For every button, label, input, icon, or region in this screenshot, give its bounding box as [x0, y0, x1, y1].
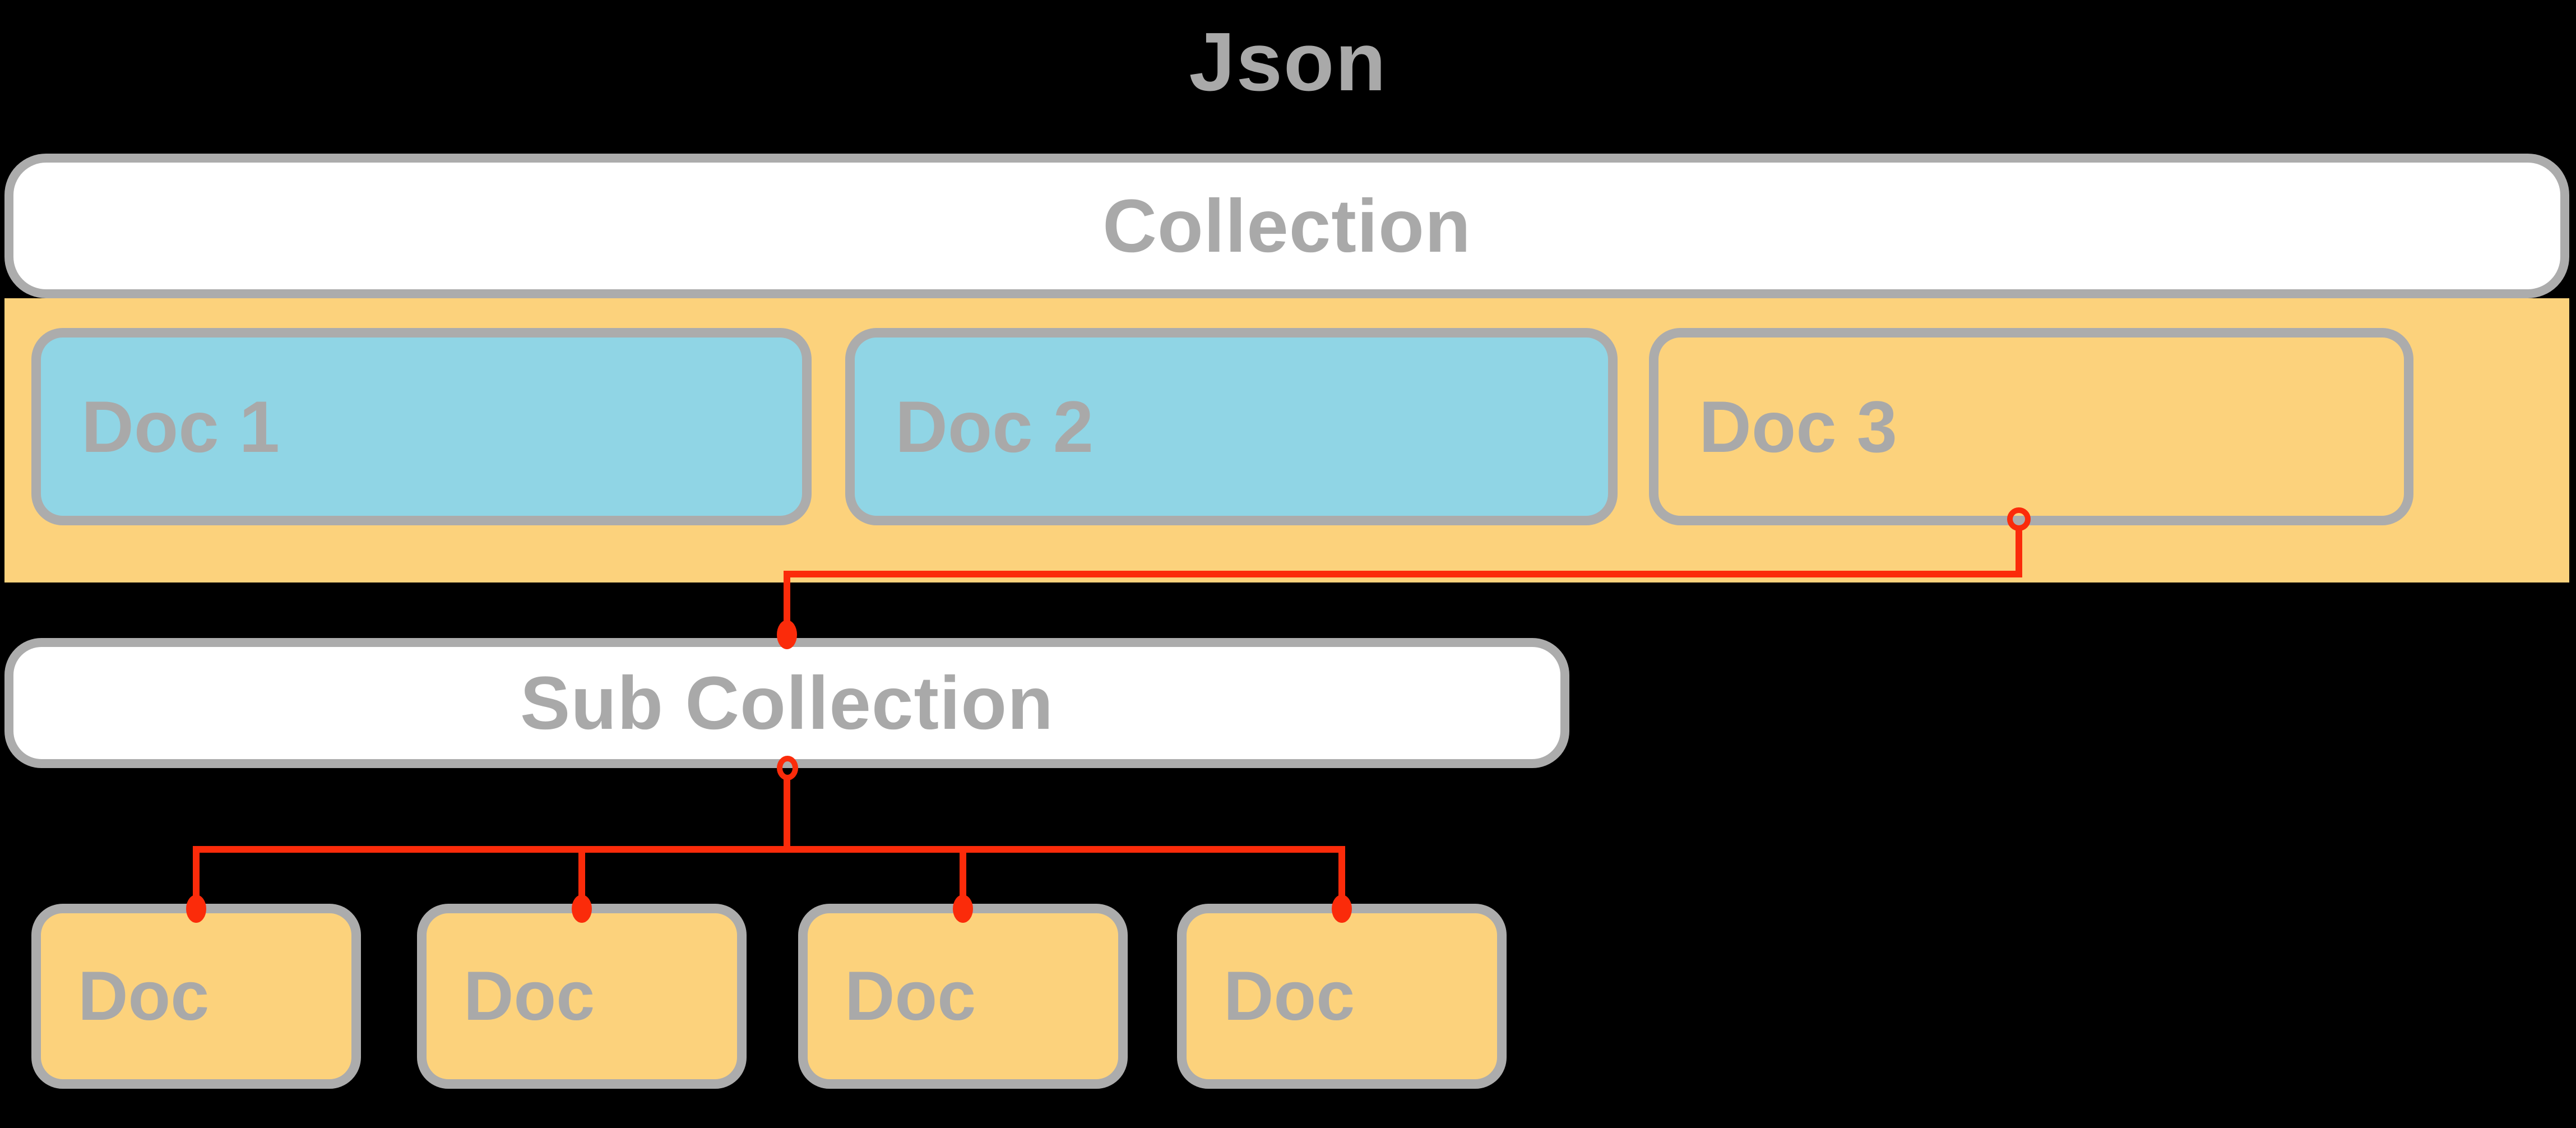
connector-subcollection-stem-top: [784, 571, 790, 636]
connector-dot-subdoc-2: [572, 895, 592, 923]
connector-anchor-ring-subcollection: [777, 756, 798, 780]
subdoc-box-1: Doc: [31, 904, 361, 1089]
doc-box-2: Doc 2: [845, 328, 1618, 525]
subdoc-label-4: Doc: [1224, 958, 1355, 1035]
connector-dot-subdoc-4: [1332, 895, 1352, 923]
subdoc-label-3: Doc: [845, 958, 976, 1035]
subcollection-bar: Sub Collection: [4, 638, 1569, 768]
connector-doc3-horizontal: [784, 571, 2022, 577]
connector-drop-4: [1338, 849, 1345, 901]
doc-label-3: Doc 3: [1699, 386, 1898, 468]
doc-box-3: Doc 3: [1649, 328, 2413, 525]
subdoc-box-4: Doc: [1177, 904, 1507, 1089]
doc-label-1: Doc 1: [81, 386, 280, 468]
connector-drop-2: [578, 849, 585, 901]
subdoc-box-3: Doc: [798, 904, 1128, 1089]
connector-dot-subdoc-3: [953, 895, 973, 923]
connector-anchor-ring-doc3: [2007, 507, 2031, 531]
connector-drop-3: [960, 849, 966, 901]
connector-drop-1: [193, 849, 200, 901]
connector-dot-subcollection-top: [777, 620, 797, 649]
doc-box-1: Doc 1: [31, 328, 812, 525]
connector-bus-horizontal: [193, 846, 1345, 853]
doc-label-2: Doc 2: [895, 386, 1094, 468]
subdoc-box-2: Doc: [417, 904, 747, 1089]
page-title: Json: [1189, 16, 1387, 108]
subcollection-label: Sub Collection: [520, 661, 1054, 745]
connector-doc3-vertical: [2016, 527, 2022, 577]
connector-subcollection-stem-bottom: [784, 778, 790, 853]
collection-bar: Collection: [4, 154, 2569, 298]
collection-label: Collection: [1102, 184, 1471, 268]
subdoc-label-1: Doc: [78, 958, 210, 1035]
connector-dot-subdoc-1: [186, 895, 206, 923]
subdoc-label-2: Doc: [464, 958, 595, 1035]
